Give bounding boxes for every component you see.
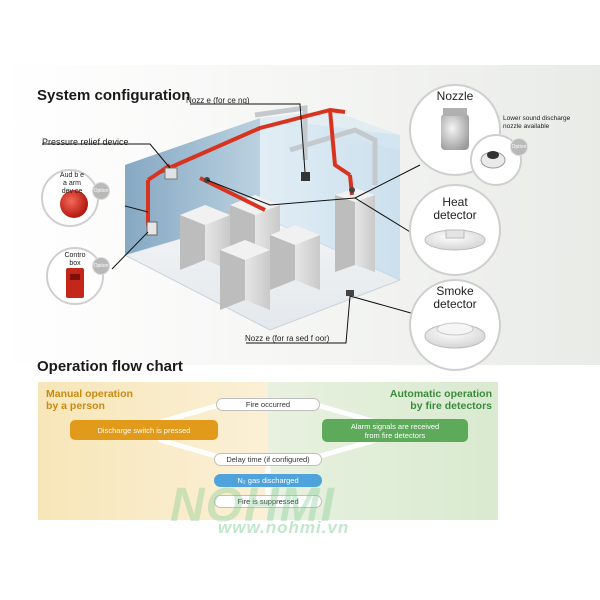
pressure-relief-label: Pressure relief device — [42, 137, 129, 147]
control-box-label: Contro box — [64, 252, 86, 267]
heat-detector-label: Heat detector — [433, 195, 477, 222]
system-diagram — [41, 84, 522, 371]
nozzle-option-badge: Option — [510, 138, 528, 156]
watermark-url: www.nohmi.vn — [218, 518, 350, 537]
smoke-detector-label: Smoke detector — [433, 284, 477, 311]
delay-time-step: Delay time (if configured) — [214, 453, 322, 466]
ceiling-nozzle-unit — [301, 172, 310, 181]
fire-occurred-step: Fire occurred — [216, 398, 320, 411]
discharge-switch-step: Discharge switch is pressed — [70, 420, 218, 440]
operation-flow-title: Operation flow chart — [37, 358, 183, 375]
nozzle-ceiling-label: Nozz e (for ce ng) — [186, 96, 250, 105]
nozzle-floor-label: Nozz e (for ra sed f oor) — [245, 334, 330, 343]
alarm-option-badge: Option — [92, 182, 110, 200]
watermark-logo: NOHMI — [170, 479, 335, 532]
alarm-received-step: Alarm signals are received from fire det… — [322, 419, 468, 442]
n2-discharged-step: N₂ gas discharged — [214, 474, 322, 487]
control-box-option-badge: Option — [92, 257, 110, 275]
nozzle-label: Nozzle — [436, 89, 474, 103]
server-racks — [180, 188, 375, 310]
flow-chart: Manual operation by a person Automatic o… — [38, 382, 498, 520]
auto-heading: Automatic operation by fire detectors — [389, 388, 492, 412]
grey-duct — [254, 105, 308, 160]
alarm-device-label: Aud b e a arm dev ce — [59, 172, 85, 195]
fire-suppressed-step: Fire is suppressed — [214, 495, 322, 508]
system-configuration-title: System configuration — [37, 87, 191, 104]
pressure-relief-unit — [164, 167, 178, 180]
nozzle-note: Lower sound discharge nozzle available — [503, 115, 571, 130]
manual-heading: Manual operation by a person — [46, 388, 133, 412]
leader-lines — [42, 103, 421, 344]
